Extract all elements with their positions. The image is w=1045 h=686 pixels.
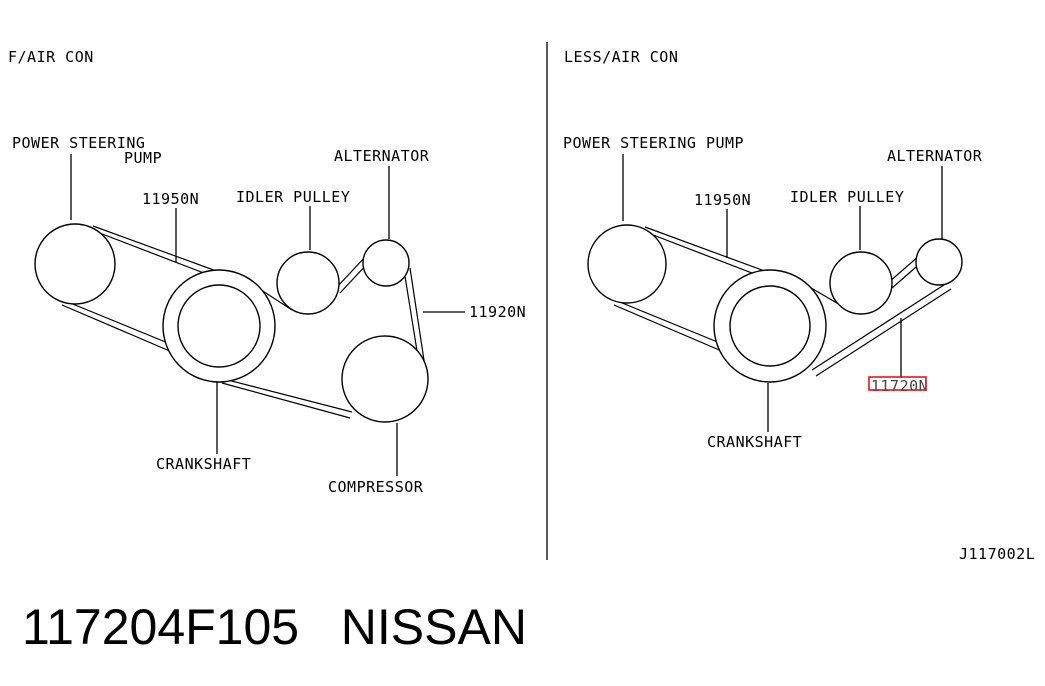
right-power-steering-pump-pulley xyxy=(587,224,667,304)
part-number: 117204F105 xyxy=(22,599,300,655)
left-crankshaft-inner-pulley xyxy=(177,284,261,368)
right-alternator-pulley xyxy=(915,238,963,286)
left-label-alternator: ALTERNATOR xyxy=(334,147,430,165)
part-footer: 117204F105 NISSAN xyxy=(22,598,527,656)
left-label-idler-pulley: IDLER PULLEY xyxy=(236,188,350,206)
part-highlight-box xyxy=(868,376,927,391)
left-idler-pulley xyxy=(276,251,340,315)
left-label-belt-11950n: 11950N xyxy=(142,190,199,208)
right-crankshaft-inner-pulley xyxy=(729,285,811,367)
left-panel-title: F/AIR CON xyxy=(8,48,94,66)
left-label-power-steering: POWER STEERING xyxy=(12,134,145,152)
figure-code: J117002L xyxy=(959,545,1035,563)
left-label-pump: PUMP xyxy=(124,149,162,167)
belt-routing-diagram: F/AIR CON POWER STEERING PUMP 11950N xyxy=(8,42,1035,563)
left-alternator-pulley xyxy=(362,239,410,287)
right-panel: LESS/AIR CON POWER STEERING PUMP 11950N … xyxy=(563,48,983,451)
left-label-compressor: COMPRESSOR xyxy=(328,478,424,496)
left-label-crankshaft: CRANKSHAFT xyxy=(156,455,251,473)
left-panel: F/AIR CON POWER STEERING PUMP 11950N xyxy=(8,48,526,496)
left-label-belt-11920n: 11920N xyxy=(469,303,526,321)
left-power-steering-pump-pulley xyxy=(34,223,116,305)
right-panel-title: LESS/AIR CON xyxy=(564,48,678,66)
right-label-idler-pulley: IDLER PULLEY xyxy=(790,188,904,206)
right-label-power-steering-pump: POWER STEERING PUMP xyxy=(563,134,744,152)
right-label-crankshaft: CRANKSHAFT xyxy=(707,433,802,451)
right-label-belt-11950n: 11950N xyxy=(694,191,751,209)
brand-name: NISSAN xyxy=(340,599,527,655)
right-label-belt-11720n[interactable]: 11720N xyxy=(871,377,928,395)
left-compressor-pulley xyxy=(341,335,429,423)
right-label-alternator: ALTERNATOR xyxy=(887,147,983,165)
right-idler-pulley xyxy=(829,251,893,315)
